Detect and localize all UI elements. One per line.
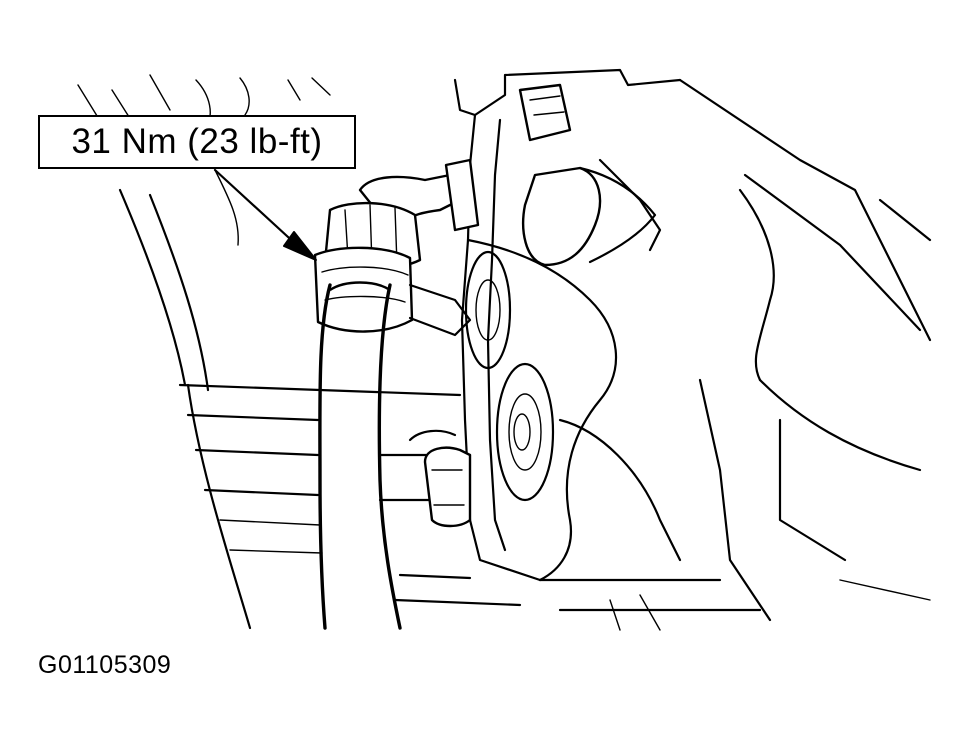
casting-body — [453, 68, 932, 631]
figure-id-label: G01105309 — [38, 651, 172, 679]
hose — [318, 281, 402, 630]
lower-bolt — [408, 429, 472, 528]
hose-fitting — [313, 158, 480, 337]
callout-leader-arrow — [213, 168, 317, 261]
housing-contours — [77, 74, 522, 630]
torque-callout-box: 31 Nm (23 lb-ft) — [38, 115, 356, 169]
upper-bolts — [518, 83, 657, 267]
torque-callout-label: 31 Nm (23 lb-ft) — [71, 122, 323, 161]
